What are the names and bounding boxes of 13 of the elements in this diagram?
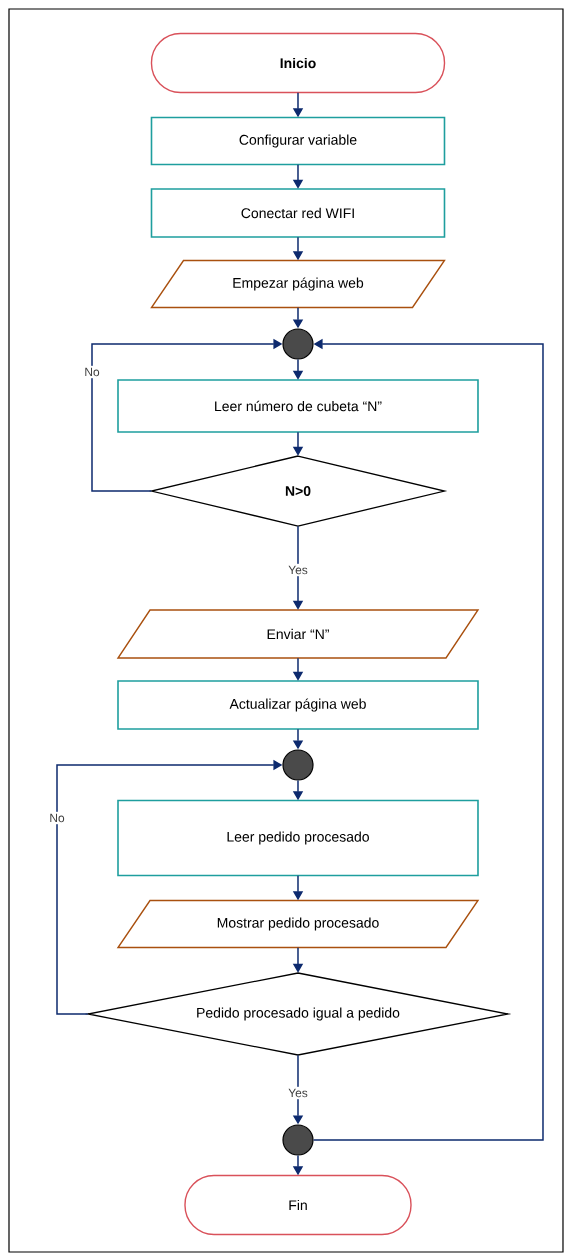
connector-circle bbox=[282, 328, 314, 360]
process-box: Leer número de cubeta “N” bbox=[117, 379, 479, 433]
edge-label: No bbox=[47, 811, 67, 825]
edge-label: No bbox=[82, 365, 102, 379]
process-box: Leer pedido procesado bbox=[117, 799, 479, 877]
edge-label: Yes bbox=[286, 563, 310, 577]
process-box: Configurar variable bbox=[150, 116, 446, 166]
edge-label: Yes bbox=[286, 1086, 310, 1100]
connector-circle bbox=[282, 1124, 314, 1156]
process-box: Actualizar página web bbox=[117, 680, 479, 730]
io-parallelogram: Empezar página web bbox=[150, 259, 446, 309]
connector-circle bbox=[282, 749, 314, 781]
process-box: Conectar red WIFI bbox=[150, 188, 446, 238]
